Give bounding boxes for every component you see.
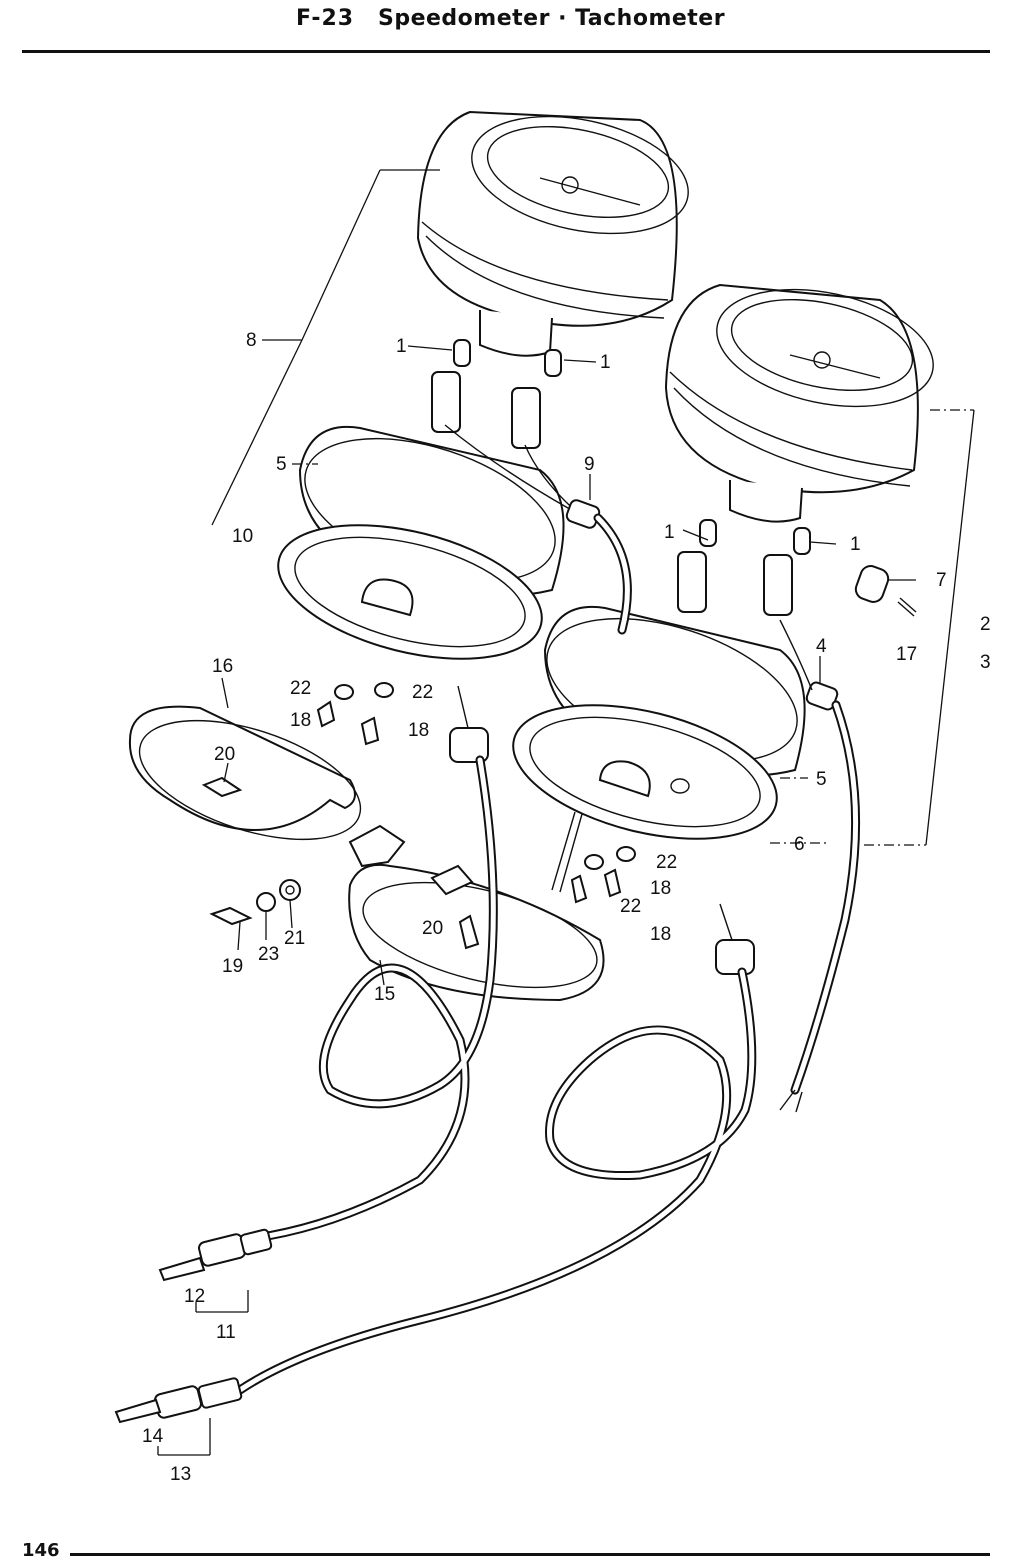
callout-6: 6 [794, 834, 805, 855]
callout-18a: 18 [290, 710, 311, 731]
callout-22c: 22 [656, 852, 677, 873]
callout-3: 3 [980, 652, 991, 673]
bracket-16 [128, 705, 406, 868]
callout-5b: 5 [816, 769, 827, 790]
callout-7: 7 [936, 570, 947, 591]
callout-11: 11 [216, 1322, 236, 1343]
speedometer-cable-11 [158, 685, 498, 1282]
callout-8: 8 [246, 330, 257, 351]
speedometer-assembly [277, 110, 689, 660]
callout-22a: 22 [290, 678, 311, 699]
callout-18b: 18 [408, 720, 429, 741]
callout-15: 15 [374, 984, 395, 1005]
callout-13: 13 [170, 1464, 191, 1485]
callout-1b: 1 [600, 352, 611, 373]
callout-17: 17 [896, 644, 917, 665]
section-code: F-23 [296, 6, 355, 31]
callout-21: 21 [284, 928, 305, 949]
callout-19: 19 [222, 956, 243, 977]
callout-18c: 18 [650, 878, 671, 899]
callout-1d: 1 [850, 534, 861, 555]
callout-20a: 20 [214, 744, 235, 765]
page-header: F-23 Speedometer · Tachometer [0, 0, 1034, 60]
footer-rule [70, 1553, 990, 1556]
leader-lines [157, 169, 975, 1456]
callout-1c: 1 [664, 522, 675, 543]
callout-9: 9 [584, 454, 595, 475]
callout-5a: 5 [276, 454, 287, 475]
callout-20b: 20 [422, 918, 443, 939]
page-number: 146 [22, 1540, 60, 1561]
callout-18d: 18 [650, 924, 671, 945]
callout-22d: 22 [620, 896, 641, 917]
callout-10: 10 [232, 526, 253, 547]
callout-1a: 1 [396, 336, 407, 357]
page-title: Speedometer · Tachometer [378, 6, 726, 31]
callout-labels: 1 1 1 1 2 3 4 5 5 6 7 8 9 10 11 12 13 14… [142, 330, 991, 1485]
callout-14: 14 [142, 1426, 164, 1447]
tachometer-assembly [512, 283, 934, 1113]
callout-4: 4 [816, 636, 827, 657]
callout-12: 12 [184, 1286, 205, 1307]
tachometer-cable-13 [114, 903, 757, 1424]
callout-16: 16 [212, 656, 233, 677]
header-rule [22, 50, 990, 53]
hardware-group [201, 682, 636, 950]
callout-23: 23 [258, 944, 279, 965]
exploded-parts-diagram: 1 1 1 1 2 3 4 5 5 6 7 8 9 10 11 12 13 14… [114, 110, 991, 1485]
callout-2: 2 [980, 614, 991, 635]
callout-22b: 22 [412, 682, 433, 703]
